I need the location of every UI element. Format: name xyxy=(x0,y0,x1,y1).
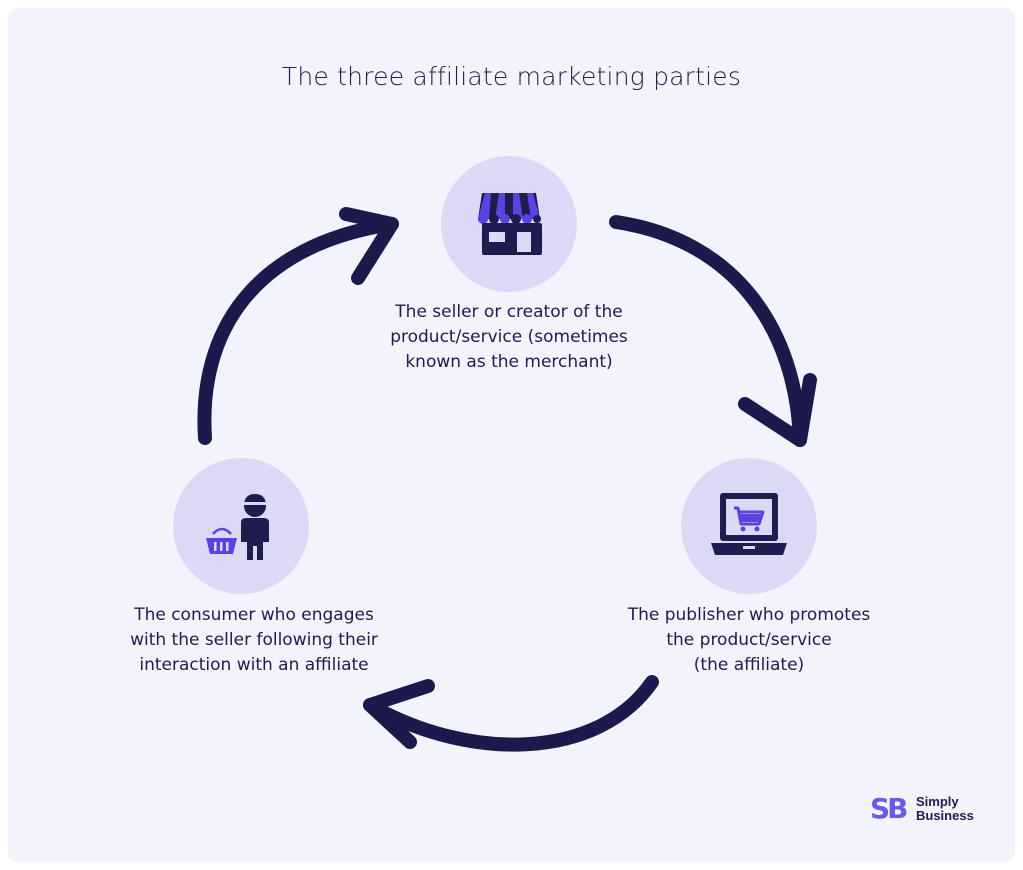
merchant-label-line: The seller or creator of the xyxy=(395,302,623,322)
arrow-publisher-to-consumer-head xyxy=(363,679,435,749)
logo-wordmark: Simply Business xyxy=(916,795,974,823)
publisher-label: The publisher who promotes the product/s… xyxy=(591,603,907,678)
merchant-label: The seller or creator of the product/ser… xyxy=(347,300,671,375)
diagram-card xyxy=(8,8,1015,862)
laptop-shopping-cart-icon xyxy=(711,493,787,555)
arrow-merchant-to-publisher xyxy=(609,215,807,447)
consumer-label-line: with the seller following their xyxy=(130,630,378,650)
arrow-consumer-to-merchant-head xyxy=(339,207,399,285)
consumer-label: The consumer who engages with the seller… xyxy=(94,603,414,678)
arrow-merchant-to-publisher-head xyxy=(738,373,817,447)
consumer-circle xyxy=(173,458,309,594)
shopper-with-basket-icon xyxy=(206,494,269,560)
logo-line-2: Business xyxy=(916,808,974,823)
consumer-label-line: interaction with an affiliate xyxy=(139,655,369,675)
diagram-title: The three affiliate marketing parties xyxy=(281,62,742,91)
logo-line-1: Simply xyxy=(916,794,959,809)
merchant-label-line: product/service (sometimes xyxy=(390,327,628,347)
simply-business-logo: SB Simply Business xyxy=(870,794,980,826)
storefront-icon xyxy=(478,193,542,255)
logo-mark: SB xyxy=(870,792,908,825)
publisher-label-line: (the affiliate) xyxy=(693,655,805,675)
arrow-consumer-to-merchant xyxy=(197,217,399,445)
publisher-label-line: the product/service xyxy=(666,630,832,650)
merchant-label-line: known as the merchant) xyxy=(405,352,613,372)
publisher-circle xyxy=(681,458,817,594)
consumer-label-line: The consumer who engages xyxy=(134,605,374,625)
merchant-circle xyxy=(441,156,577,292)
arrow-publisher-to-consumer xyxy=(363,675,659,752)
publisher-label-line: The publisher who promotes xyxy=(627,605,871,625)
